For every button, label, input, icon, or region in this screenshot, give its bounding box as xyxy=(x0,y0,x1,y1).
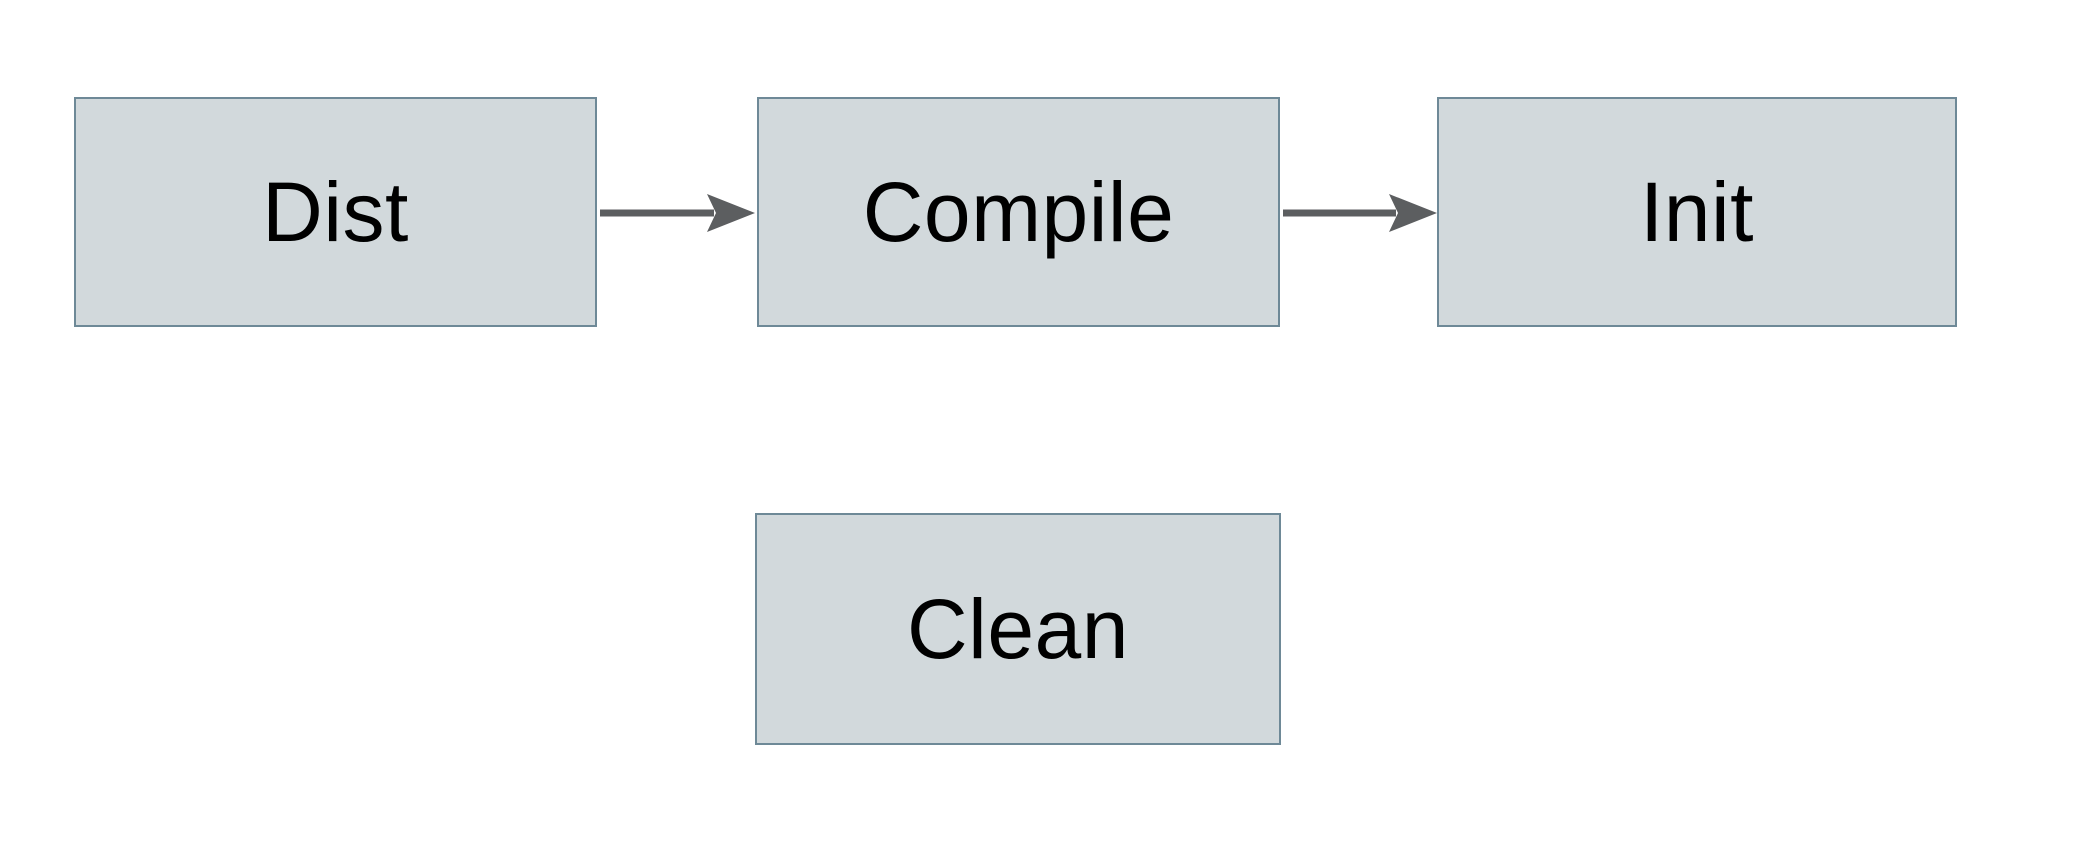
node-dist[interactable]: Dist xyxy=(74,97,597,327)
node-init[interactable]: Init xyxy=(1437,97,1957,327)
arrow-compile-to-init-icon xyxy=(1283,194,1437,232)
node-dist-label: Dist xyxy=(262,165,409,259)
node-clean[interactable]: Clean xyxy=(755,513,1281,745)
node-clean-label: Clean xyxy=(907,582,1129,676)
node-compile[interactable]: Compile xyxy=(757,97,1280,327)
node-init-label: Init xyxy=(1639,165,1755,259)
arrow-dist-to-compile-icon xyxy=(600,194,755,232)
node-compile-label: Compile xyxy=(862,165,1175,259)
